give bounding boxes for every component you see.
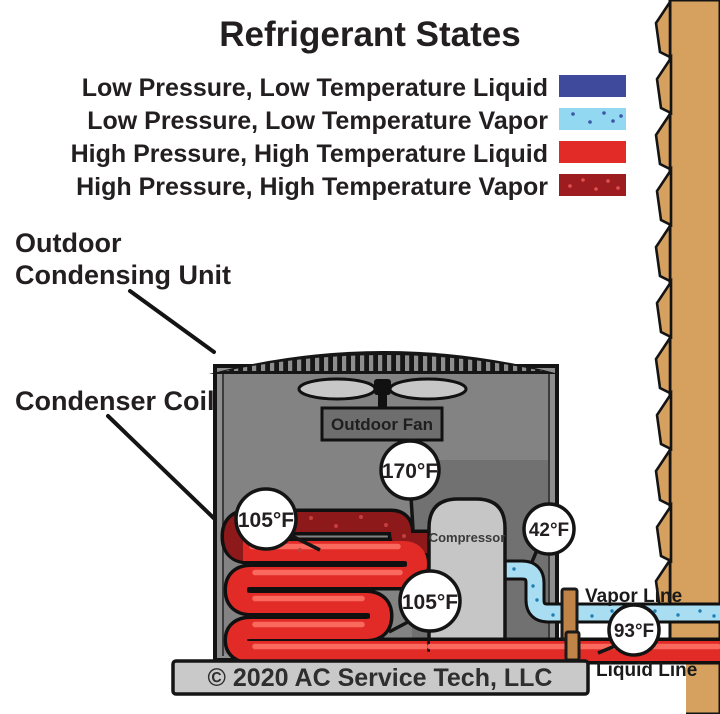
- liquid-temp-pointer: [597, 644, 616, 655]
- temperature-callouts: 170°F 105°F 105°F 42°F 93°F: [234, 439, 661, 657]
- coil-hot-vapor-section: [224, 512, 433, 561]
- coil-bottom-temp-pointer: [388, 620, 409, 634]
- copyright-text: © 2020 AC Service Tech, LLC: [208, 664, 553, 692]
- legend-swatch-lightblue: [559, 108, 626, 130]
- outdoor-fan-label-box: [320, 406, 444, 442]
- legend-swatch-red: [559, 141, 626, 163]
- fan-blade-right: [388, 377, 468, 401]
- fan-blade-left: [297, 377, 377, 401]
- coil-top-temp-value: 105°F: [238, 509, 294, 532]
- coil-bottom-temp-value: 105°F: [402, 591, 458, 614]
- outdoor-fan: Outdoor Fan: [297, 377, 468, 442]
- liquid-line-label: Liquid Line: [596, 660, 697, 681]
- house-wall: [584, 0, 720, 714]
- legend-swatch-darkred: [559, 174, 626, 196]
- legend: Low Pressure, Low Temperature Liquid Low…: [71, 74, 626, 201]
- compressor-label: Compressor: [429, 530, 506, 545]
- legend-label-low-pressure-liquid: Low Pressure, Low Temperature Liquid: [82, 74, 548, 102]
- condenser-coil-pointer-line: [106, 414, 226, 530]
- coil-top-temp-circle: [234, 487, 298, 551]
- coil-top-temp-pointer: [289, 533, 321, 552]
- liquid-temp-value: 93°F: [614, 621, 654, 642]
- legend-label-high-pressure-liquid: High Pressure, High Temperature Liquid: [71, 140, 548, 168]
- outdoor-unit-label-line1: Outdoor: [15, 228, 122, 258]
- discharge-temp-value: 170°F: [382, 460, 438, 483]
- outdoor-fan-label: Outdoor Fan: [331, 415, 433, 434]
- legend-swatch-navy: [559, 75, 626, 97]
- suction-temp-circle: [522, 502, 576, 556]
- discharge-temp-pointer: [409, 496, 415, 530]
- page-title: Refrigerant States: [219, 15, 520, 54]
- coil-bottom-temp-circle: [398, 569, 462, 633]
- legend-swatch-lightblue-dots: [571, 111, 623, 124]
- wall-shingles: [654, 0, 673, 617]
- unit-grille-slats: [225, 355, 543, 371]
- vapor-line-label: Vapor Line: [585, 586, 682, 607]
- liquid-temp-circle: [607, 603, 661, 657]
- legend-label-low-pressure-vapor: Low Pressure, Low Temperature Vapor: [87, 107, 548, 135]
- coil-liquid-section: [226, 541, 720, 661]
- outdoor-unit-pointer-line: [128, 289, 216, 354]
- wall-cutout: [584, 656, 686, 714]
- liquid-service-valve: [564, 630, 581, 662]
- discharge-temp-circle: [379, 439, 441, 501]
- concrete-pad: [171, 659, 590, 696]
- base-pad: © 2020 AC Service Tech, LLC: [171, 659, 590, 696]
- condenser-coil-label: Condenser Coil: [15, 386, 215, 416]
- callouts: Outdoor Condensing Unit Condenser Coil: [15, 228, 231, 530]
- legend-swatch-darkred-dots: [568, 178, 620, 191]
- suction-pipe-fill: [505, 562, 720, 621]
- legend-label-high-pressure-vapor: High Pressure, High Temperature Vapor: [76, 173, 548, 201]
- outdoor-unit-label-line2: Condensing Unit: [15, 260, 231, 290]
- suction-temp-value: 42°F: [529, 520, 569, 541]
- fan-stem: [378, 390, 387, 410]
